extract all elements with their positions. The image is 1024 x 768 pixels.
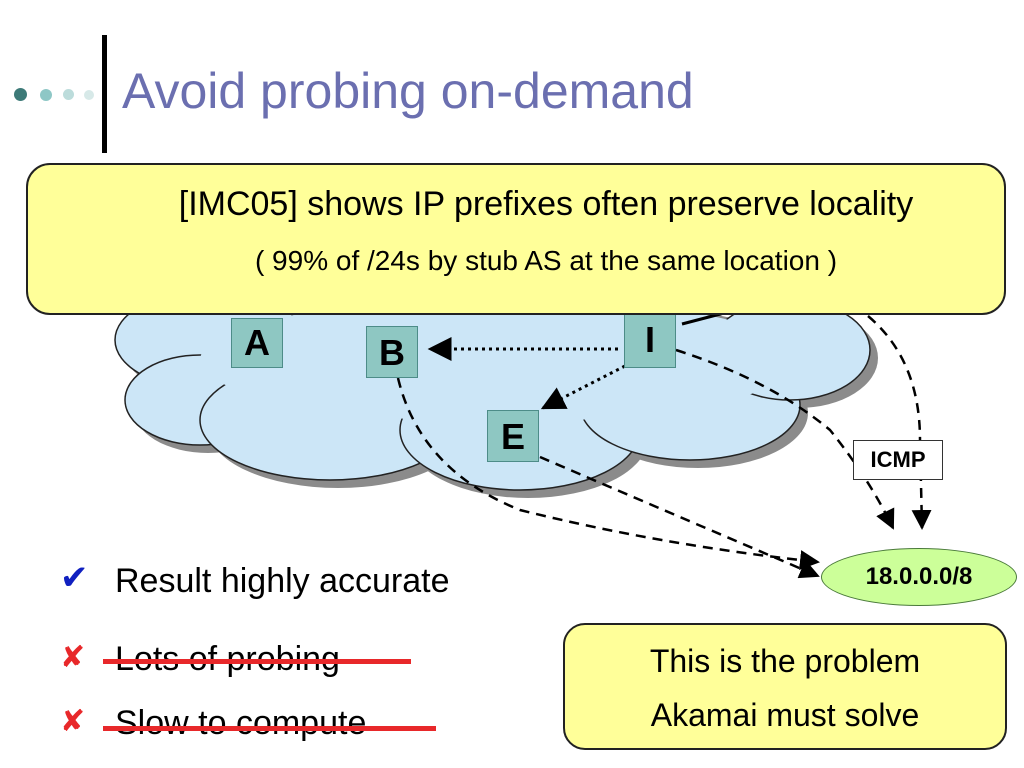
callout-problem-line2: Akamai must solve <box>650 697 920 733</box>
strikethrough-line <box>103 726 436 731</box>
bullet-text: Slow to compute <box>115 704 367 742</box>
cross-icon: ✘ <box>60 641 86 674</box>
title-divider <box>102 35 107 153</box>
decor-dot-2 <box>40 89 52 101</box>
callout-problem-line1: This is the problem <box>649 643 921 679</box>
callout-locality-line1: [IMC05] shows IP prefixes often preserve… <box>178 185 914 223</box>
callout-problem: This is the problem Akamai must solve <box>563 623 1007 750</box>
probe-arrow-i-to-e <box>540 364 626 410</box>
callout-locality-line2: ( 99% of /24s by stub AS at the same loc… <box>254 245 838 276</box>
decor-dot-3 <box>63 89 74 100</box>
callout-locality: [IMC05] shows IP prefixes often preserve… <box>26 163 1006 315</box>
icmp-label: ICMP <box>853 440 943 480</box>
node-e: E <box>487 410 539 462</box>
dashed-path-i-to-icmp <box>675 348 895 530</box>
decor-dot-4 <box>84 90 94 100</box>
node-i: I <box>624 312 676 368</box>
node-a: A <box>231 318 283 368</box>
check-icon: ✔ <box>60 559 89 597</box>
strikethrough-line <box>103 659 411 664</box>
decor-dot-1 <box>14 88 27 101</box>
cross-icon: ✘ <box>60 705 86 738</box>
bullet-text: Result highly accurate <box>115 562 450 600</box>
dashed-path-right-to-icmp <box>867 315 932 530</box>
prefix-ellipse: 18.0.0.0/8 <box>821 548 1017 606</box>
node-b: B <box>366 326 418 378</box>
slide-title: Avoid probing on-demand <box>122 63 694 119</box>
